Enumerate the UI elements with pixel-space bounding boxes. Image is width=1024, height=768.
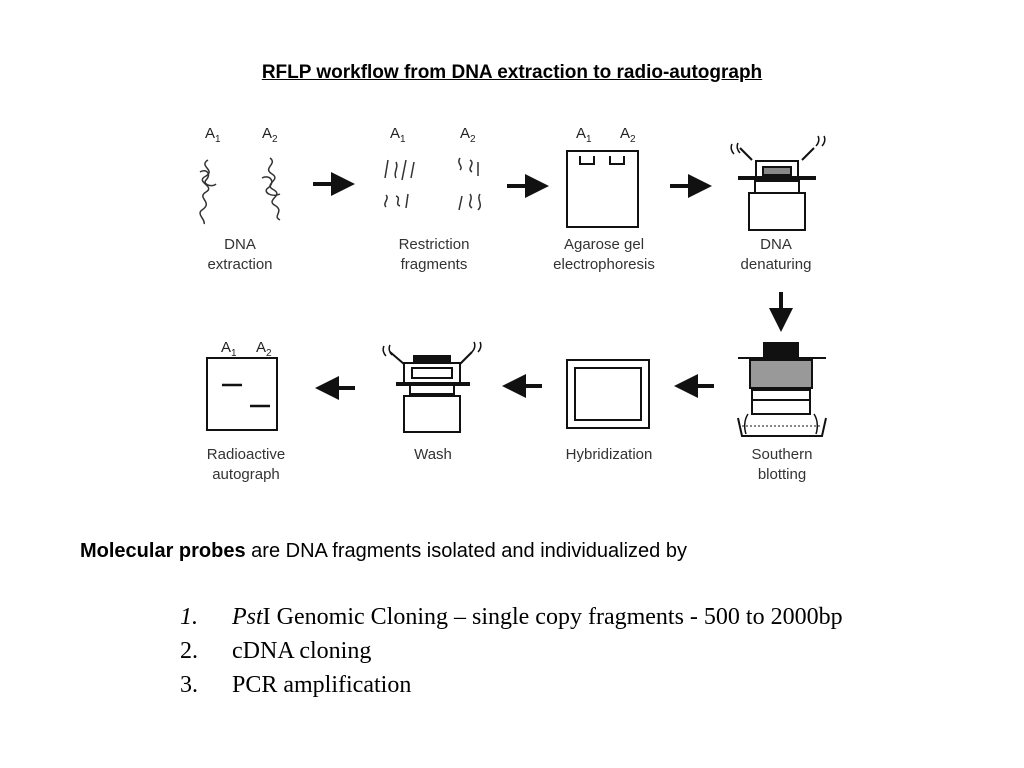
list-item: 3. PCR amplification: [180, 668, 843, 702]
allele-a2-label: A2: [262, 125, 278, 145]
intro-text: are DNA fragments isolated and individua…: [245, 540, 687, 562]
allele-a2-label: A2: [460, 125, 476, 145]
agarose-gel-icon: A1 A2: [566, 125, 639, 228]
list-number: 2.: [180, 638, 198, 664]
allele-a1-label: A1: [221, 339, 237, 359]
molecular-probes-intro: Molecular probes are DNA fragments isola…: [80, 540, 687, 563]
allele-a2-label: A2: [256, 339, 272, 359]
list-text: cDNA cloning: [232, 638, 372, 664]
southern-blotting-icon: [737, 342, 827, 437]
allele-a1-label: A1: [576, 125, 592, 145]
allele-a1-label: A1: [205, 125, 221, 145]
list-text: I Genomic Cloning – single copy fragment…: [262, 604, 843, 630]
step-label-wash: Wash: [414, 446, 452, 463]
methods-list: 1. PstI Genomic Cloning – single copy fr…: [180, 600, 843, 702]
page-title: RFLP workflow from DNA extraction to rad…: [261, 62, 763, 83]
workflow-arrows: [313, 172, 793, 400]
allele-a1-label: A1: [390, 125, 406, 145]
rflp-diagram: A1 A2 A1 A2 A1 A2: [199, 125, 827, 437]
dna-extraction-icon: A1 A2: [199, 125, 281, 225]
allele-a2-label: A2: [620, 125, 636, 145]
list-number: 1.: [180, 604, 198, 630]
radioactive-autograph-icon: A1 A2: [206, 339, 278, 431]
wash-icon: [382, 341, 482, 433]
step-label-hybridization: Hybridization: [565, 446, 653, 463]
list-italic-term: Pst: [232, 604, 263, 630]
list-number: 3.: [180, 672, 198, 698]
restriction-fragments-icon: A1 A2: [384, 125, 482, 211]
hybridization-icon: [566, 359, 650, 429]
intro-bold-term: Molecular probes: [80, 540, 246, 562]
list-item: 1. PstI Genomic Cloning – single copy fr…: [180, 600, 843, 634]
list-text: PCR amplification: [232, 672, 412, 698]
list-item: 2. cDNA cloning: [180, 634, 843, 668]
dna-denaturing-icon: [730, 135, 826, 231]
